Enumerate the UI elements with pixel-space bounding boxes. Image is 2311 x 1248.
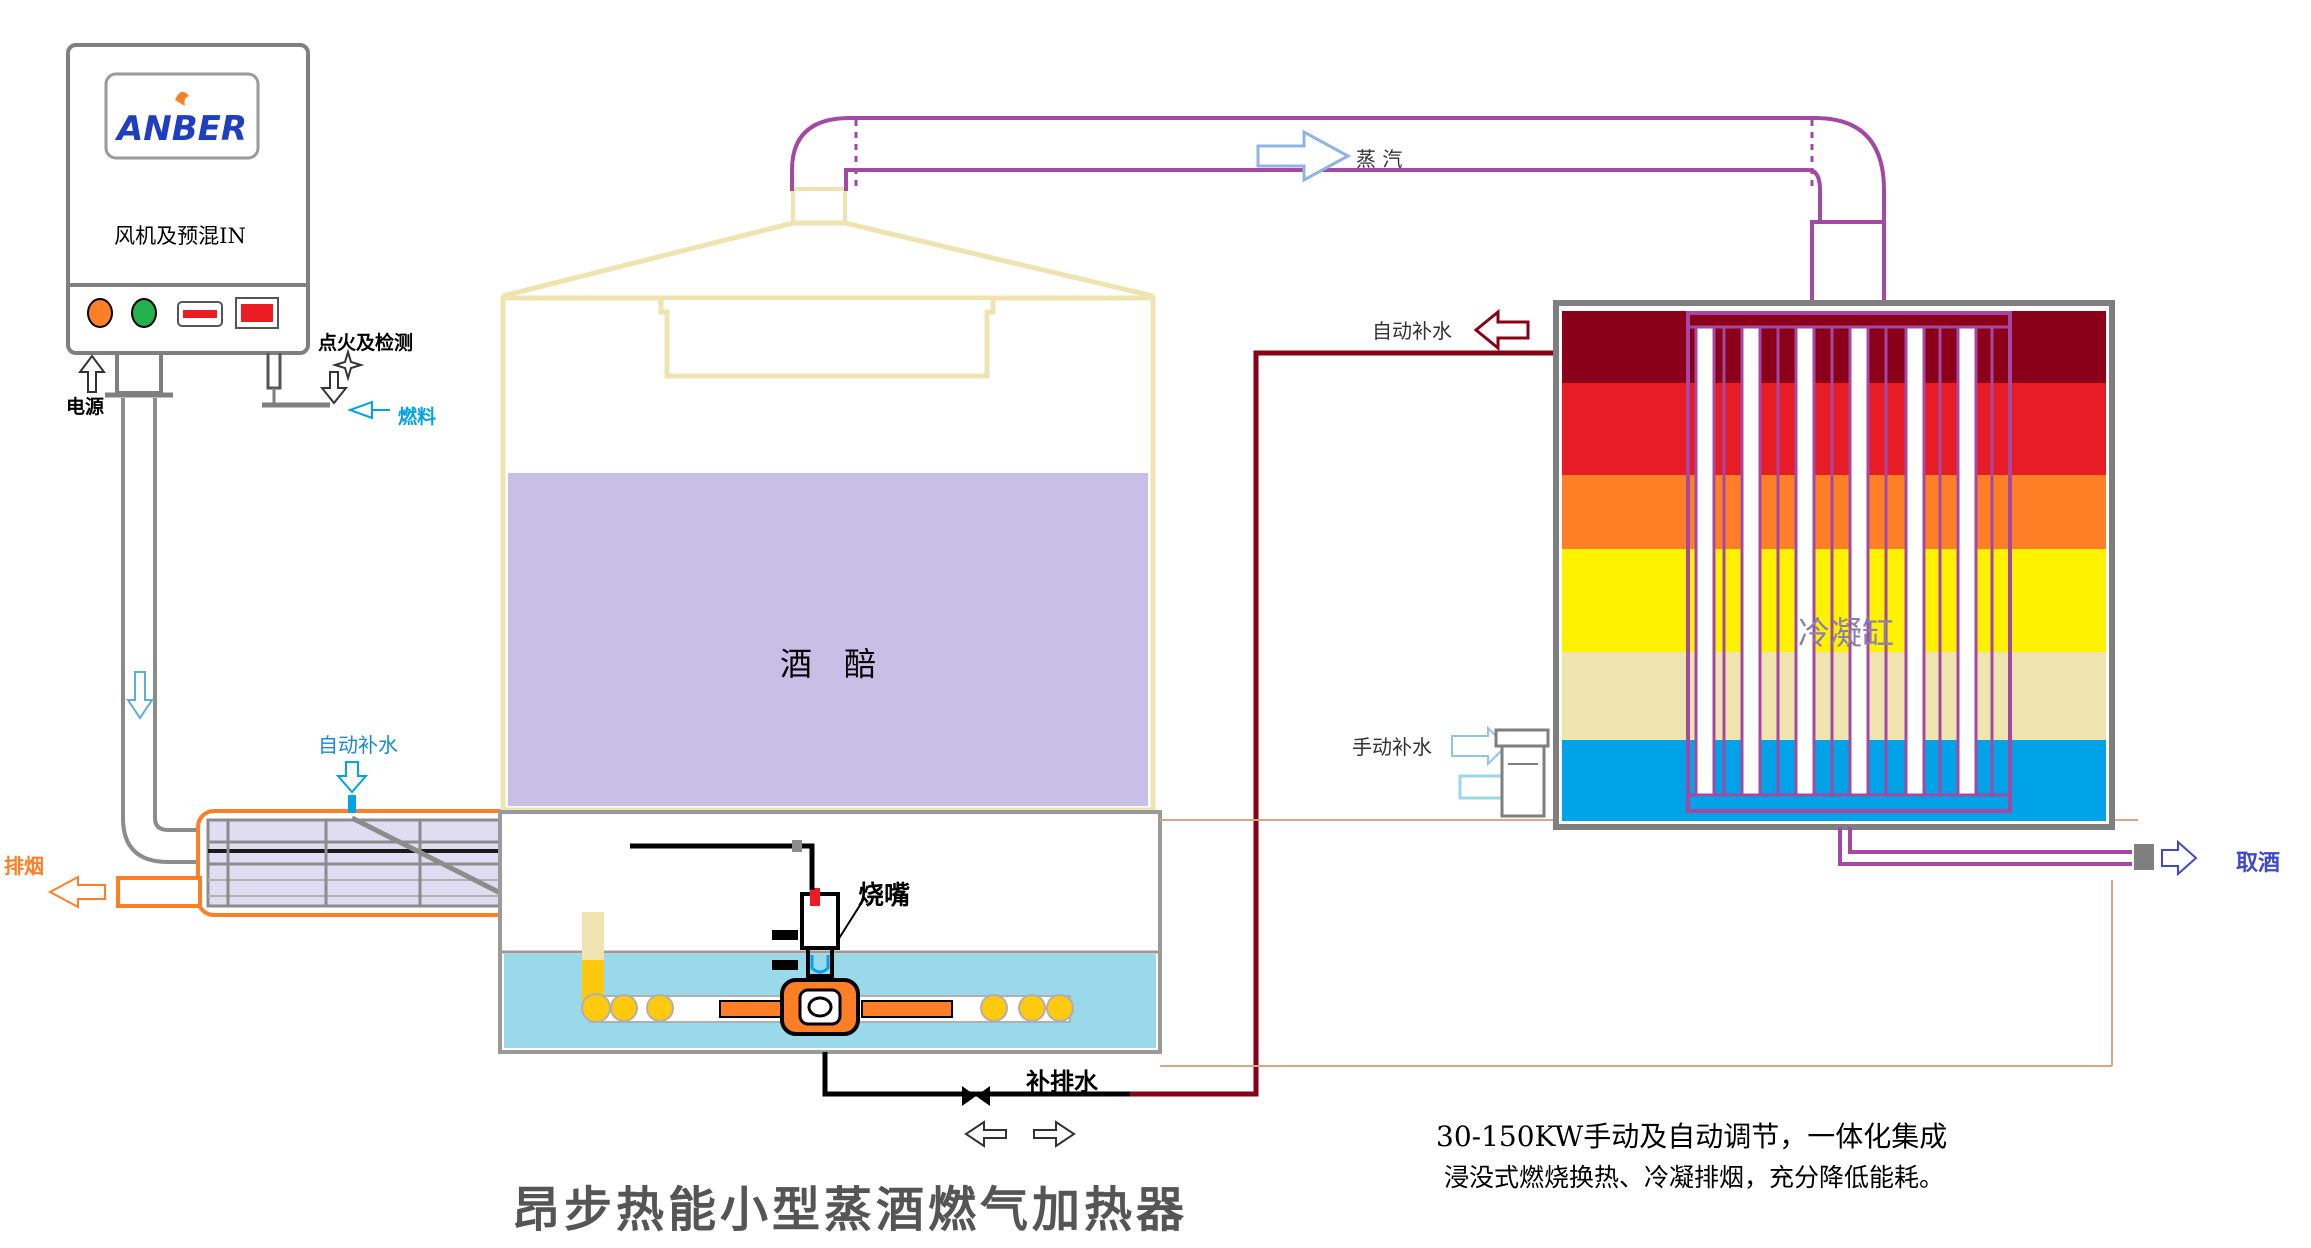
return-water-pipe <box>1130 350 1553 1097</box>
auto-water-left-arrow-icon <box>335 761 369 794</box>
spark-icon <box>331 348 365 382</box>
outlet-valve-icon <box>2134 844 2154 870</box>
auto-water-right-label: 自动补水 <box>1372 319 1452 343</box>
features-line-1: 30-150KW手动及自动调节，一体化集成 <box>1436 1120 1947 1153</box>
condenser-band-2 <box>1562 475 2106 549</box>
manual-valve-body <box>1500 744 1546 818</box>
steam-label: 蒸 汽 <box>1356 147 1402 171</box>
manual-water-arrow-icon <box>1451 725 1508 767</box>
orange-indicator-icon <box>87 298 113 328</box>
fan-premix-label: 风机及预混IN <box>114 224 246 248</box>
auto-water-left-label: 自动补水 <box>318 733 398 757</box>
diagram-title: 昂步热能小型蒸酒燃气加热器 <box>512 1182 1188 1238</box>
manual-valve-handle <box>1494 728 1550 748</box>
still-mash-fill <box>508 473 1148 806</box>
power-label: 电源 <box>66 395 104 418</box>
fill-in-arrow-icon <box>1033 1120 1076 1148</box>
flue-down-arrow-icon <box>126 671 154 720</box>
condenser-label: 冷凝缸 <box>1798 614 1894 652</box>
condenser-band-3 <box>1562 549 2106 652</box>
steam-pipe <box>790 116 1886 304</box>
condenser-band-0 <box>1562 311 2106 383</box>
still-tank: 酒 醅 <box>500 187 1156 813</box>
fuel-arrow-icon <box>347 400 390 420</box>
exhaust-label: 排烟 <box>4 854 44 878</box>
condenser-band-1 <box>1562 383 2106 475</box>
auto-water-right-arrow-icon <box>1473 308 1530 352</box>
exhaust-arrow-icon <box>47 875 106 909</box>
steam-arrow-icon <box>1256 129 1352 183</box>
condenser-band-4 <box>1562 652 2106 740</box>
flue-pipe <box>105 351 200 864</box>
features-line-2: 浸没式燃烧换热、冷凝排烟，充分降低能耗。 <box>1444 1163 1944 1192</box>
brand-logo: ANBER <box>114 109 247 149</box>
ignition-arrow-icon <box>319 371 349 405</box>
green-indicator-icon <box>131 298 157 328</box>
brand-plate <box>104 72 260 160</box>
condenser-band-5 <box>1562 740 2106 821</box>
drain-valve-icon <box>962 1086 990 1106</box>
flame-icon <box>175 91 189 106</box>
power-arrow-icon <box>78 354 106 393</box>
condenser-tank: 冷凝缸 <box>1553 300 2154 870</box>
auto-water-left-valve <box>348 795 356 813</box>
manual-water-label: 手动补水 <box>1352 735 1432 759</box>
controller-box: ANBER 风机及预混IN <box>66 43 310 355</box>
ignition-label: 点火及检测 <box>318 331 413 354</box>
drain-out-arrow-icon <box>964 1120 1007 1148</box>
still-label: 酒 醅 <box>780 645 876 683</box>
burner-label: 烧嘴 <box>858 881 910 911</box>
fill-drain-label: 补排水 <box>1026 1067 1099 1096</box>
water-bath <box>498 810 1162 1054</box>
take-liquor-arrow-icon <box>2161 839 2198 877</box>
take-liquor-label: 取酒 <box>2236 850 2280 876</box>
fill-drain-pipe <box>822 1052 1130 1097</box>
fuel-label: 燃料 <box>398 405 436 428</box>
